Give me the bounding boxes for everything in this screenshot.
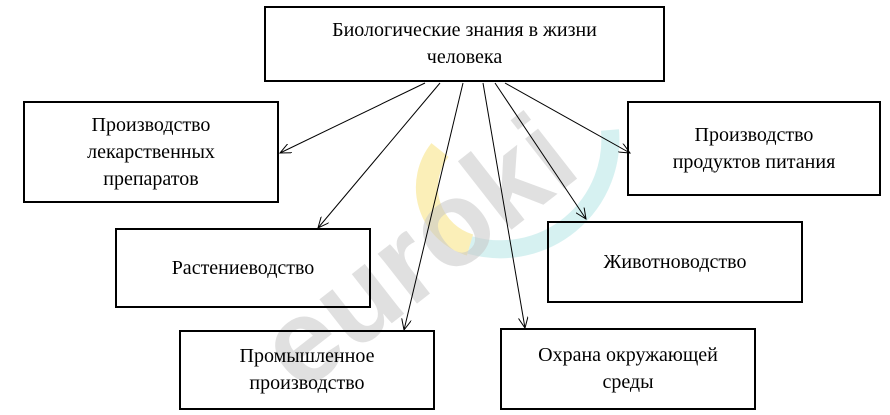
arrow-to-medicine	[280, 82, 426, 153]
node-animal-husbandry: Животноводство	[547, 221, 803, 303]
root-node: Биологические знания в жизни человека	[264, 6, 665, 82]
arrow-to-industry	[404, 82, 464, 330]
arrow-to-environment	[482, 82, 525, 328]
root-node-line-1: Биологические знания в жизни	[332, 19, 597, 41]
root-node-line-2: человека	[426, 46, 503, 68]
node-medicine-line-3: препаратов	[103, 167, 199, 190]
node-environmental-protection: Охрана окружающей среды	[500, 328, 756, 410]
node-food-line-1: Производство	[694, 123, 814, 146]
arrow-to-plants	[318, 82, 441, 228]
node-plant-growing: Растениеводство	[115, 228, 371, 308]
node-environment-line-1: Охрана окружающей	[538, 344, 718, 366]
watermark-cyan-arc	[467, 129, 620, 259]
node-medicine-line-1: Производство	[91, 113, 211, 136]
node-medicine-production: Производство лекарственных препаратов	[23, 101, 279, 203]
node-plants-line-1: Растениеводство	[171, 256, 315, 279]
arrow-to-food	[504, 82, 630, 153]
node-environment-line-2: среды	[602, 371, 654, 393]
watermark-yellow-arc	[415, 143, 474, 256]
arrow-to-animals	[494, 82, 586, 219]
node-medicine-line-2: лекарственных	[87, 140, 215, 163]
node-food-line-2: продуктов питания	[672, 150, 836, 173]
node-animals-line-1: Животноводство	[603, 250, 747, 273]
node-food-production: Производство продуктов питания	[627, 101, 881, 196]
node-industry-line-2: производство	[249, 372, 365, 394]
node-industrial-production: Промышленное производство	[179, 330, 435, 410]
node-industry-line-1: Промышленное	[239, 345, 375, 367]
